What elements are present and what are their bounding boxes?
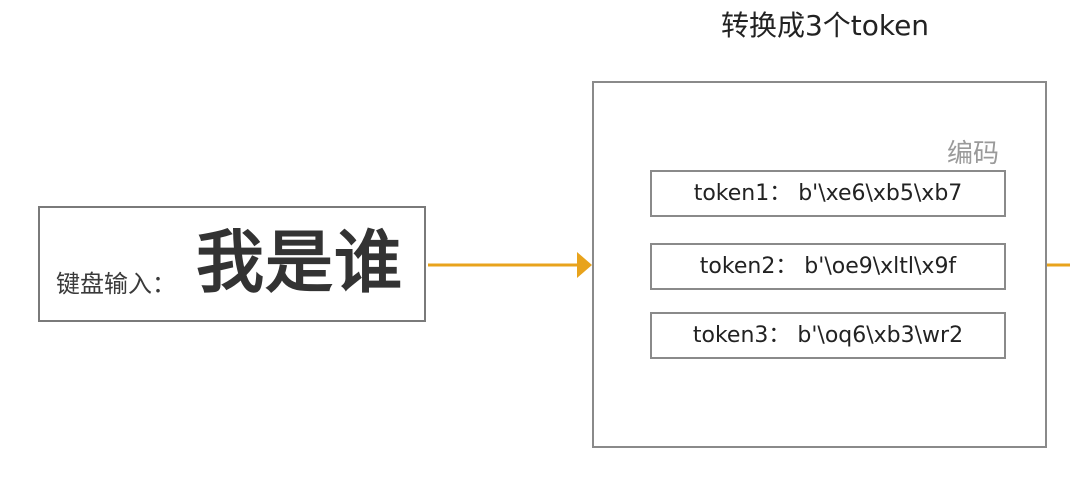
token-container: 编码 token1： b'\xe6\xb5\xb7 token2： b'\oe9… <box>592 81 1047 448</box>
keyboard-input-text: 我是谁 <box>196 224 404 303</box>
encode-label: 编码 <box>947 139 1000 169</box>
token-box-3: token3： b'\oq6\xb3\wr2 <box>650 312 1006 359</box>
keyboard-input-box: 键盘输入： 我是谁 <box>38 206 426 322</box>
keyboard-input-label: 键盘输入： <box>56 270 176 298</box>
token-box-1: token1： b'\xe6\xb5\xb7 <box>650 170 1006 217</box>
diagram-title: 转换成3个token <box>720 9 930 42</box>
arrow-head-right-icon <box>577 252 592 278</box>
token-box-2: token2： b'\oe9\xltl\x9f <box>650 243 1006 290</box>
